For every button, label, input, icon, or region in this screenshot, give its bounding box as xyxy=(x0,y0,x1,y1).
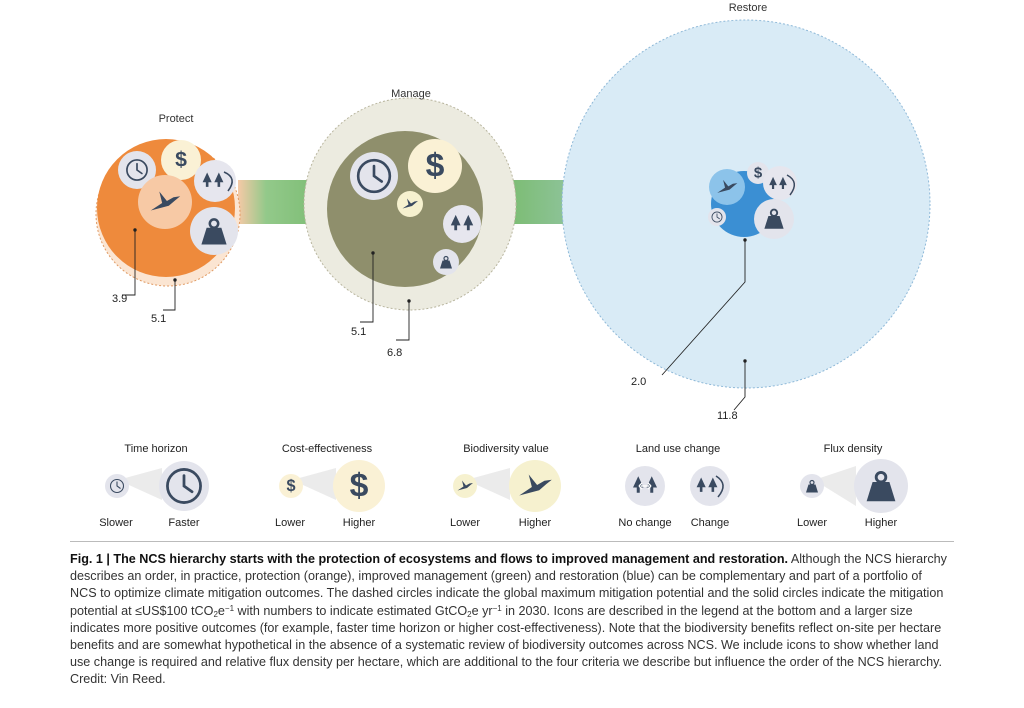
protect-dollar-icon xyxy=(175,147,188,172)
legend-cost-title: Cost-effectiveness xyxy=(282,443,373,455)
protect-max-value: 5.1 xyxy=(151,313,166,325)
legend-time-title: Time horizon xyxy=(124,443,187,455)
legend-landuse-nochange-arrow-icon xyxy=(638,482,652,490)
restore-solid-value: 2.0 xyxy=(631,376,646,388)
legend-bio-title: Biodiversity value xyxy=(463,443,549,455)
restore-max-value: 11.8 xyxy=(717,410,738,422)
manage-label: Manage xyxy=(391,88,431,100)
legend-cost-connector xyxy=(292,468,336,500)
legend-cost-small-dollar-icon xyxy=(286,476,296,495)
caption-text-1: Although the NCS hierarchy describes an … xyxy=(70,552,947,618)
caption-sup-2: −1 xyxy=(492,603,502,613)
legend-time-horizon: Time horizon Slower Faster xyxy=(99,443,209,529)
manage-max-value: 6.8 xyxy=(387,347,402,359)
legend-flux-density: Flux density Lower Higher xyxy=(797,443,908,529)
legend-landuse-title: Land use change xyxy=(636,443,720,455)
caption-fig-label: Fig. 1 | The NCS hierarchy starts with t… xyxy=(70,552,789,566)
restore-trees-bubble xyxy=(763,166,797,200)
caption-divider xyxy=(70,541,954,542)
restore-group: Restore 2.0 11.8 xyxy=(561,2,931,422)
legend-landuse-change-arrow-icon xyxy=(715,475,724,498)
protect-group: Protect 3.9 5.1 xyxy=(95,113,241,325)
caption-sub-2: 2 xyxy=(467,609,472,619)
restore-dollar-icon xyxy=(753,164,763,182)
manage-dollar-icon xyxy=(425,146,445,185)
legend-landuse-low-label: No change xyxy=(618,517,671,529)
legend-cost-large-dollar-icon xyxy=(349,466,369,505)
legend: Time horizon Slower Faster Cost-effectiv… xyxy=(99,443,908,529)
legend-flux-title: Flux density xyxy=(824,443,883,455)
restore-max-leader xyxy=(733,361,746,411)
legend-bio-low-label: Lower xyxy=(450,517,480,529)
legend-land-use-change: Land use change No change Change xyxy=(618,443,730,529)
legend-time-connector xyxy=(118,468,162,500)
legend-cost-effectiveness: Cost-effectiveness Lower Higher xyxy=(275,443,385,529)
manage-trees-bubble xyxy=(443,205,481,243)
legend-flux-connector xyxy=(814,466,856,506)
legend-time-low-label: Slower xyxy=(99,517,133,529)
protect-max-leader xyxy=(163,280,176,311)
restore-solid-leader xyxy=(661,240,746,376)
protect-landuse-arrow-icon xyxy=(223,171,233,192)
manage-solid-value: 5.1 xyxy=(351,326,366,338)
caption-sub-1: 2 xyxy=(213,609,218,619)
caption-text-5: in 2030. Icons are described in the lege… xyxy=(70,603,943,687)
manage-max-leader xyxy=(396,301,410,341)
legend-bio-high-label: Higher xyxy=(519,517,552,529)
figure-caption: Fig. 1 | The NCS hierarchy starts with t… xyxy=(70,551,950,689)
legend-cost-high-label: Higher xyxy=(343,517,376,529)
protect-label: Protect xyxy=(159,113,194,125)
caption-text-4: e yr xyxy=(471,603,493,618)
protect-solid-leader xyxy=(122,230,136,296)
legend-landuse-high-label: Change xyxy=(691,517,730,529)
legend-cost-low-label: Lower xyxy=(275,517,305,529)
restore-landuse-arrow-icon xyxy=(786,174,796,196)
manage-solid-leader xyxy=(360,253,374,323)
legend-flux-low-label: Lower xyxy=(797,517,827,529)
manage-group: Manage 5.1 6.8 xyxy=(303,88,517,359)
protect-solid-value: 3.9 xyxy=(112,293,127,305)
caption-text-3: with numbers to indicate estimated GtCO xyxy=(234,603,468,618)
caption-text-2: e xyxy=(217,603,225,618)
legend-time-high-label: Faster xyxy=(168,517,200,529)
legend-bio-connector xyxy=(466,468,510,500)
legend-flux-high-label: Higher xyxy=(865,517,898,529)
caption-sup-1: −1 xyxy=(224,603,235,613)
restore-label: Restore xyxy=(729,2,768,14)
legend-biodiversity-value: Biodiversity value Lower Higher xyxy=(450,443,561,529)
